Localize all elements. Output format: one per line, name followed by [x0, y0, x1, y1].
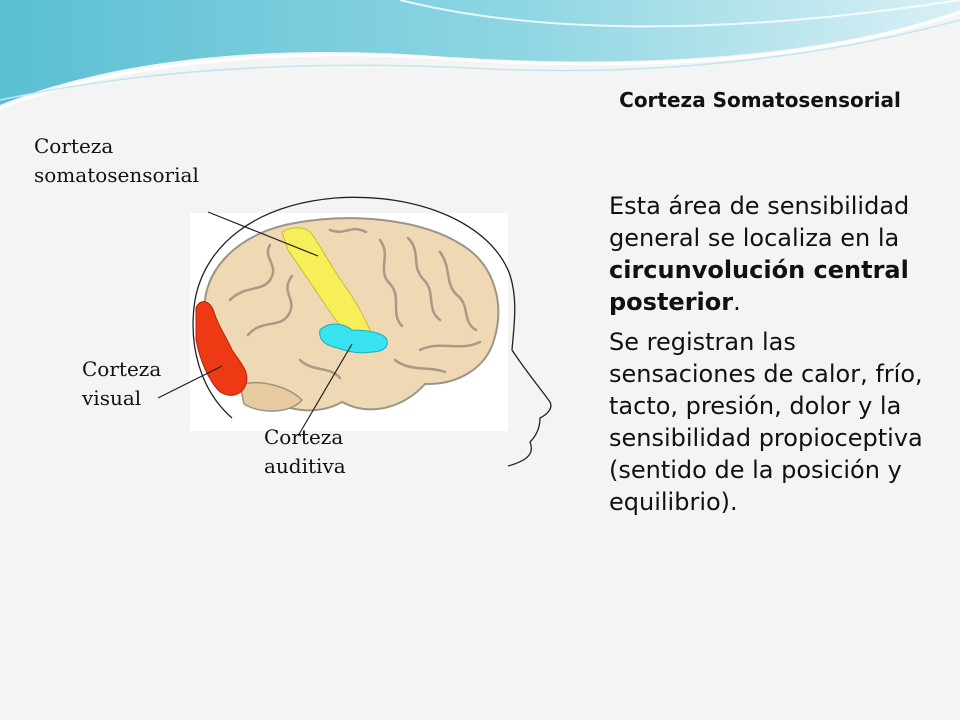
- slide-title: Corteza Somatosensorial: [619, 88, 901, 112]
- label-somatosensory-line2: somatosensorial: [34, 163, 199, 187]
- paragraph-location-end: .: [733, 288, 741, 316]
- head-outline: [192, 196, 552, 467]
- label-visual: Corteza visual: [82, 355, 161, 413]
- label-visual-line1: Corteza: [82, 357, 162, 381]
- label-auditory: Corteza auditiva: [264, 423, 346, 481]
- auditory-leader-line: [297, 343, 353, 437]
- auditory-cortex-region: [319, 323, 388, 354]
- paragraph-location-bold: circunvolución central posterior: [609, 256, 909, 316]
- visual-cortex-region: [195, 301, 248, 396]
- label-auditory-line2: auditiva: [264, 454, 346, 478]
- brain-diagram: [157, 196, 552, 467]
- cerebellum: [239, 381, 304, 412]
- header-wave: [0, 0, 960, 110]
- somatosensory-leader-line: [207, 211, 319, 257]
- visual-leader-line: [157, 365, 223, 399]
- somatosensory-cortex-region: [281, 227, 371, 341]
- slide-body: Esta área de sensibilidad general se loc…: [609, 190, 929, 526]
- paragraph-sensations: Se registran las sensaciones de calor, f…: [609, 328, 923, 516]
- paragraph-location-text: Esta área de sensibilidad general se loc…: [609, 192, 910, 252]
- label-visual-line2: visual: [82, 386, 142, 410]
- label-auditory-line1: Corteza: [264, 425, 344, 449]
- label-somatosensory-line1: Corteza: [34, 134, 114, 158]
- paragraph-location: Esta área de sensibilidad general se loc…: [609, 190, 929, 318]
- label-somatosensory: Corteza somatosensorial: [34, 132, 199, 190]
